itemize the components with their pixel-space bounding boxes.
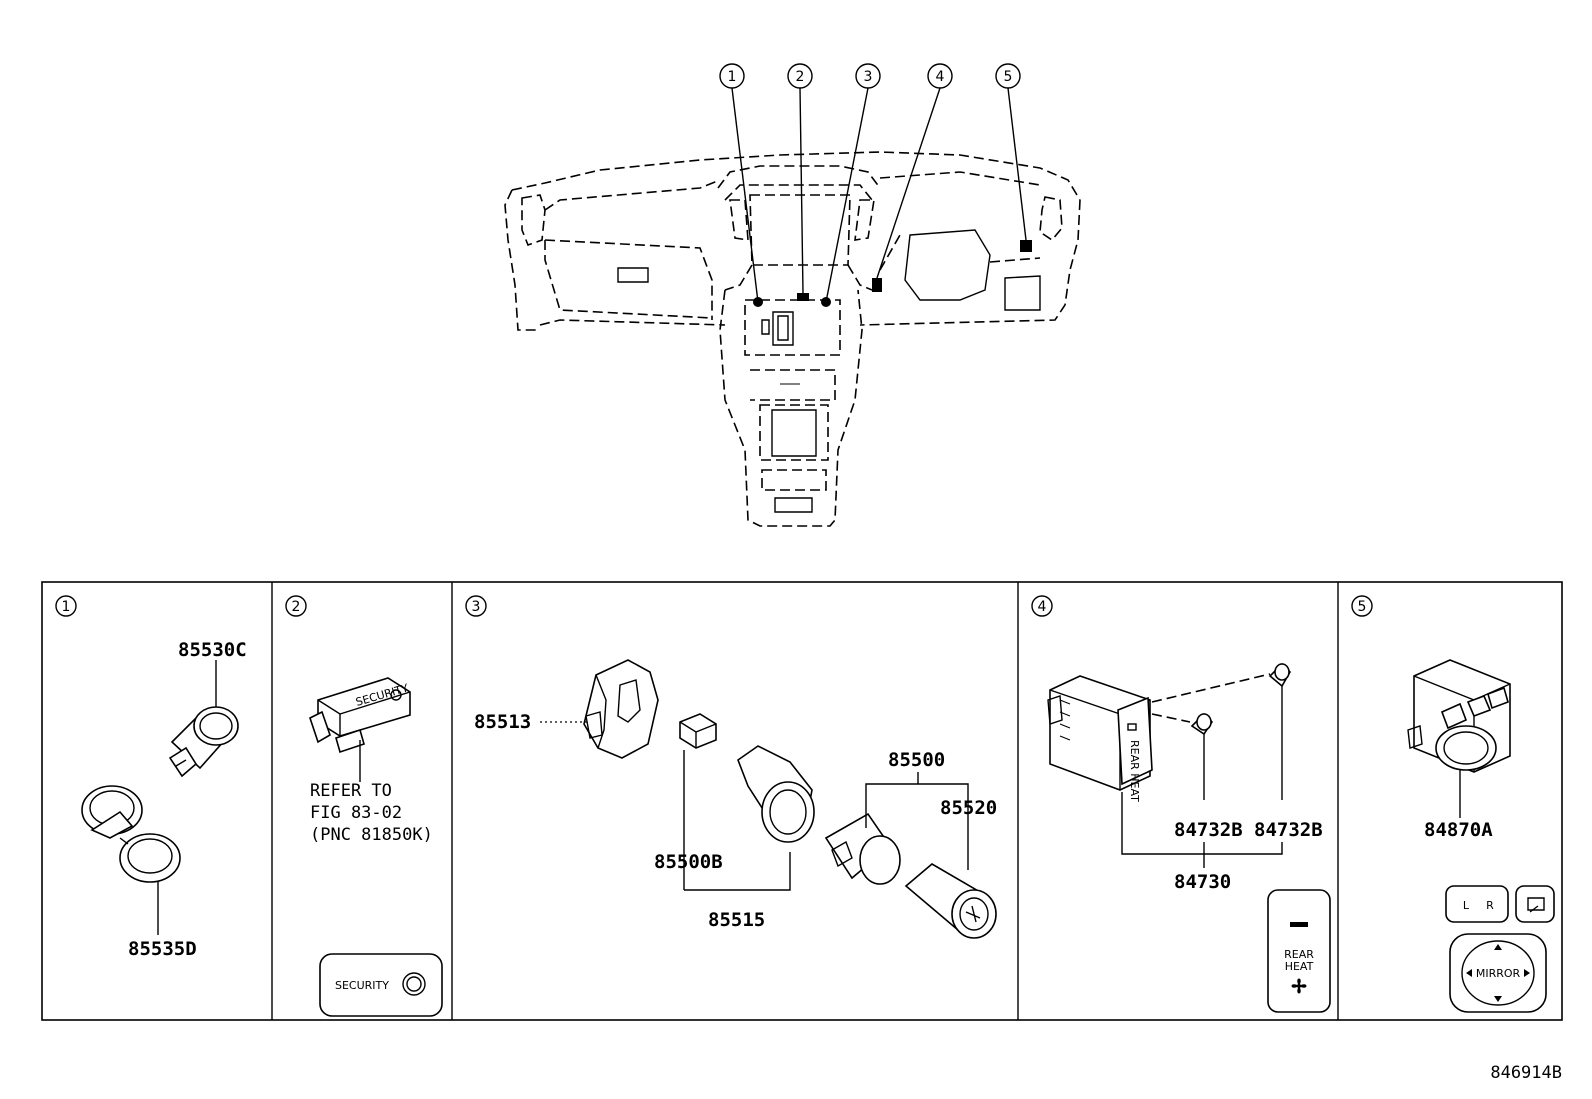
svg-text:5: 5	[1358, 599, 1367, 615]
refer-line-1: REFER TO	[310, 781, 392, 801]
svg-text:R: R	[1486, 899, 1494, 912]
socket-85500[interactable]	[824, 812, 901, 885]
part-label-85530c: 85530C	[178, 639, 247, 661]
part-label-84730: 84730	[1174, 871, 1231, 893]
callout-1[interactable]: 1	[719, 63, 745, 89]
svg-text:L: L	[1463, 899, 1470, 912]
svg-text:REAR: REAR	[1284, 948, 1314, 961]
rear-heat-switch-part[interactable]: REAR HEAT	[1047, 675, 1153, 802]
panel-3-number: 3	[465, 595, 487, 617]
part-label-85513: 85513	[474, 711, 531, 733]
ring-85515[interactable]	[737, 745, 815, 843]
svg-text:1: 1	[728, 69, 737, 85]
socket-85530c[interactable]	[168, 706, 239, 778]
panel-4: 4 REAR HEAT 84732B 84732B 84730	[1031, 595, 1331, 1013]
part-label-85500: 85500	[888, 749, 945, 771]
panel-5: 5 84870A L R	[1351, 595, 1555, 1013]
refer-line-3: (PNC 81850K)	[310, 825, 433, 845]
svg-text:4: 4	[936, 69, 945, 85]
svg-text:1: 1	[62, 599, 71, 615]
part-label-85520: 85520	[940, 797, 997, 819]
rear-heat-switch-face[interactable]: REAR HEAT	[1267, 889, 1331, 1013]
svg-text:3: 3	[864, 69, 873, 85]
mirror-adjust-pad[interactable]: MIRROR	[1449, 933, 1547, 1013]
connector-85500b[interactable]	[679, 713, 717, 749]
svg-text:SECURITY: SECURITY	[335, 979, 389, 992]
svg-text:3: 3	[472, 599, 481, 615]
security-switch-face[interactable]: SECURITY	[319, 953, 443, 1017]
callout-3[interactable]: 3	[855, 63, 881, 89]
overview-callouts: 1 2 3 4 5	[719, 63, 1021, 89]
svg-text:4: 4	[1038, 599, 1047, 615]
part-label-84732b-2: 84732B	[1254, 819, 1323, 841]
security-switch-part[interactable]: SECURITY	[309, 677, 411, 754]
callout-4[interactable]: 4	[927, 63, 953, 89]
bulb-84732b-left[interactable]	[1190, 712, 1214, 736]
callout-5[interactable]: 5	[995, 63, 1021, 89]
figure-id: 846914B	[1490, 1063, 1562, 1083]
lr-select-switch[interactable]: L R	[1445, 885, 1509, 923]
dashboard-overview	[504, 87, 1081, 527]
svg-text:2: 2	[796, 69, 805, 85]
panel-1-number: 1	[55, 595, 77, 617]
panel-2-number: 2	[285, 595, 307, 617]
holder-85513[interactable]	[583, 659, 659, 759]
fan-icon	[1291, 978, 1307, 994]
panel-3: 3 85513 85500B 85515	[465, 595, 997, 939]
panel-1: 1 85530C 85535D	[55, 595, 247, 960]
svg-text:REAR HEAT: REAR HEAT	[1128, 740, 1141, 802]
lighter-85520[interactable]	[904, 863, 997, 939]
svg-text:HEAT: HEAT	[1285, 960, 1314, 973]
mirror-switch-part[interactable]	[1407, 659, 1511, 773]
part-label-85535d: 85535D	[128, 938, 197, 960]
part-label-85515: 85515	[708, 909, 765, 931]
detail-panels-frame	[41, 581, 1563, 1021]
bulb-84732b-right[interactable]	[1268, 662, 1291, 688]
cover-85535d[interactable]	[81, 785, 181, 883]
part-label-84732b-1: 84732B	[1174, 819, 1243, 841]
mirror-fold-icon	[1527, 897, 1545, 913]
refer-line-2: FIG 83-02	[310, 803, 402, 823]
part-label-84870a: 84870A	[1424, 819, 1493, 841]
svg-text:MIRROR: MIRROR	[1476, 967, 1521, 980]
panel-5-number: 5	[1351, 595, 1373, 617]
mirror-fold-button[interactable]	[1515, 885, 1555, 923]
part-label-85500b: 85500B	[654, 851, 723, 873]
callout-2[interactable]: 2	[787, 63, 813, 89]
svg-text:2: 2	[292, 599, 301, 615]
panel-4-number: 4	[1031, 595, 1053, 617]
svg-text:5: 5	[1004, 69, 1013, 85]
panel-2: 2 SECURITY REFER TO FIG 83-02 (PNC 81850…	[285, 595, 443, 1017]
